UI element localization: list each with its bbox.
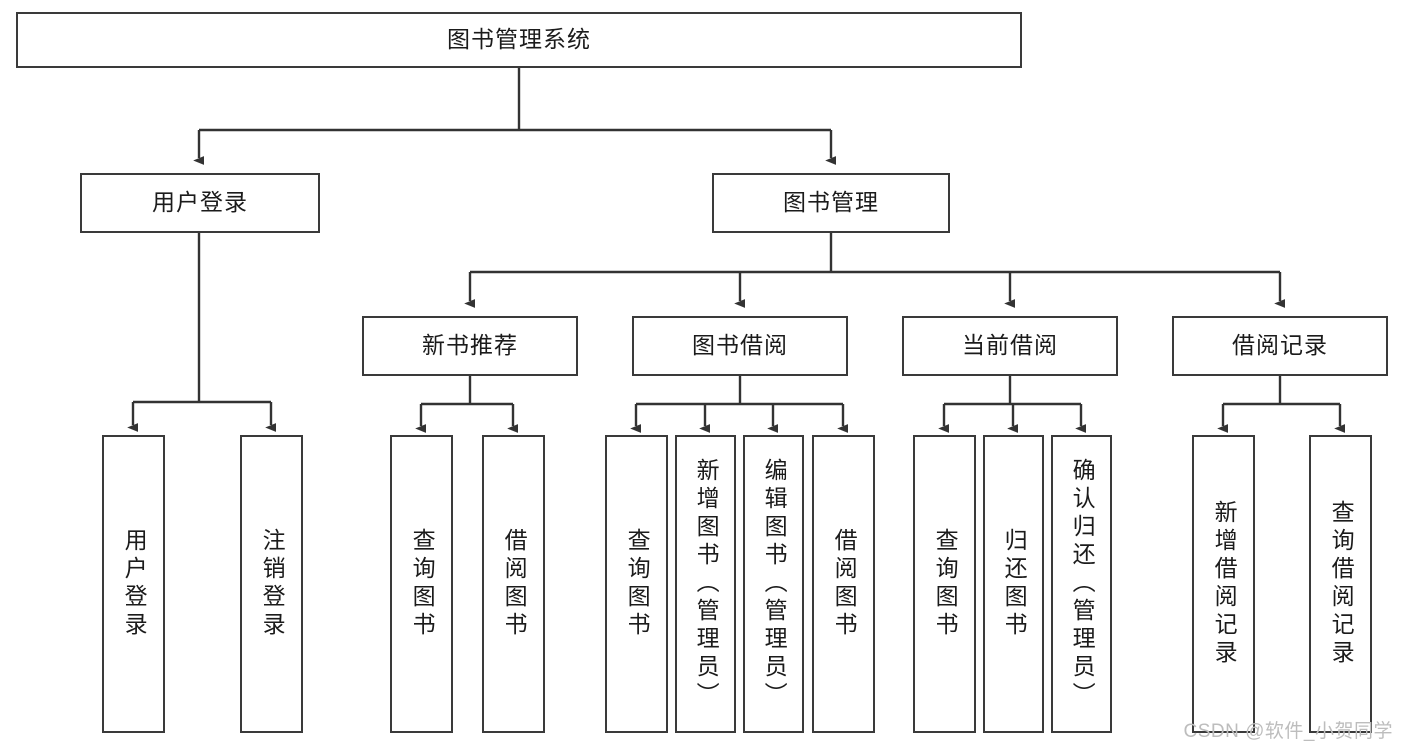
node-user-login[interactable]: 用户登录 (80, 173, 320, 233)
leaf-br-add-record[interactable]: 新增借阅记录 (1192, 435, 1255, 733)
node-user-login-label: 用户登录 (152, 189, 248, 216)
leaf-bb-query-book[interactable]: 查询图书 (605, 435, 668, 733)
node-new-book-recommend[interactable]: 新书推荐 (362, 316, 578, 376)
leaf-bb-query-book-label: 查询图书 (624, 528, 651, 640)
leaf-br-query-record[interactable]: 查询借阅记录 (1309, 435, 1372, 733)
leaf-bb-add-book[interactable]: 新增图书（管理员） (675, 435, 736, 733)
node-root[interactable]: 图书管理系统 (16, 12, 1022, 68)
node-book-borrow-label: 图书借阅 (692, 332, 788, 359)
leaf-nb-borrow-book[interactable]: 借阅图书 (482, 435, 545, 733)
leaf-bb-edit-book[interactable]: 编辑图书（管理员） (743, 435, 804, 733)
leaf-cb-confirm-return[interactable]: 确认归还（管理员） (1051, 435, 1112, 733)
node-borrow-records-label: 借阅记录 (1232, 332, 1328, 359)
leaf-cb-return-book[interactable]: 归还图书 (983, 435, 1044, 733)
node-book-management[interactable]: 图书管理 (712, 173, 950, 233)
leaf-cb-return-book-label: 归还图书 (1001, 528, 1028, 640)
leaf-logout[interactable]: 注销登录 (240, 435, 303, 733)
node-book-management-label: 图书管理 (783, 189, 879, 216)
leaf-br-query-record-label: 查询借阅记录 (1328, 500, 1355, 668)
leaf-bb-borrow-book[interactable]: 借阅图书 (812, 435, 875, 733)
node-borrow-records[interactable]: 借阅记录 (1172, 316, 1388, 376)
node-book-borrow[interactable]: 图书借阅 (632, 316, 848, 376)
leaf-bb-edit-book-label: 编辑图书（管理员） (761, 458, 788, 710)
leaf-user-login[interactable]: 用户登录 (102, 435, 165, 733)
leaf-nb-borrow-book-label: 借阅图书 (501, 528, 528, 640)
leaf-cb-confirm-return-label: 确认归还（管理员） (1069, 458, 1096, 710)
leaf-nb-query-book[interactable]: 查询图书 (390, 435, 453, 733)
leaf-br-add-record-label: 新增借阅记录 (1211, 500, 1238, 668)
node-current-borrow-label: 当前借阅 (962, 332, 1058, 359)
leaf-cb-query-book[interactable]: 查询图书 (913, 435, 976, 733)
node-new-book-recommend-label: 新书推荐 (422, 332, 518, 359)
watermark: CSDN @软件_小贺同学 (1183, 721, 1393, 742)
leaf-user-login-label: 用户登录 (121, 528, 148, 640)
leaf-cb-query-book-label: 查询图书 (932, 528, 959, 640)
node-root-label: 图书管理系统 (447, 26, 591, 53)
leaf-logout-label: 注销登录 (259, 528, 286, 640)
leaf-bb-add-book-label: 新增图书（管理员） (693, 458, 720, 710)
node-current-borrow[interactable]: 当前借阅 (902, 316, 1118, 376)
leaf-bb-borrow-book-label: 借阅图书 (831, 528, 858, 640)
leaf-nb-query-book-label: 查询图书 (409, 528, 436, 640)
